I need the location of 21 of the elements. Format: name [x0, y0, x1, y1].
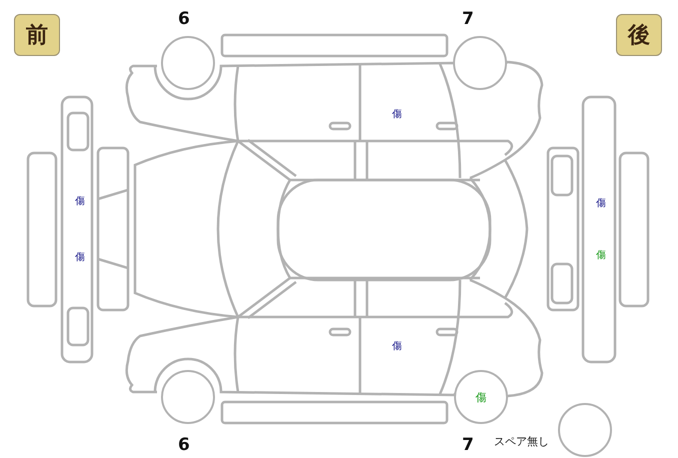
damage-mark: 傷: [75, 197, 85, 207]
wheel-number: 7: [462, 437, 474, 454]
wheel-circle: [161, 36, 215, 90]
damage-mark: 傷: [596, 251, 606, 261]
damage-mark: 傷: [476, 390, 486, 404]
direction-badge: [616, 14, 662, 56]
wheel-number: 7: [462, 11, 474, 28]
wheel-circle: [453, 36, 507, 90]
wheel-circle: [161, 370, 215, 424]
wheel-circle: [558, 403, 612, 457]
wheel-circle: [454, 370, 508, 424]
wheel-number: 6: [178, 11, 190, 28]
direction-label: 前: [26, 22, 48, 50]
direction-label: 後: [628, 22, 650, 50]
wheel-number: 6: [178, 437, 190, 454]
damage-mark: 傷: [75, 253, 85, 263]
damage-mark: 傷: [392, 342, 402, 352]
damage-mark: 傷: [596, 199, 606, 209]
direction-badge: [14, 14, 60, 56]
damage-mark: 傷: [392, 110, 402, 120]
spare-tire-note: スペア無し: [494, 436, 549, 447]
